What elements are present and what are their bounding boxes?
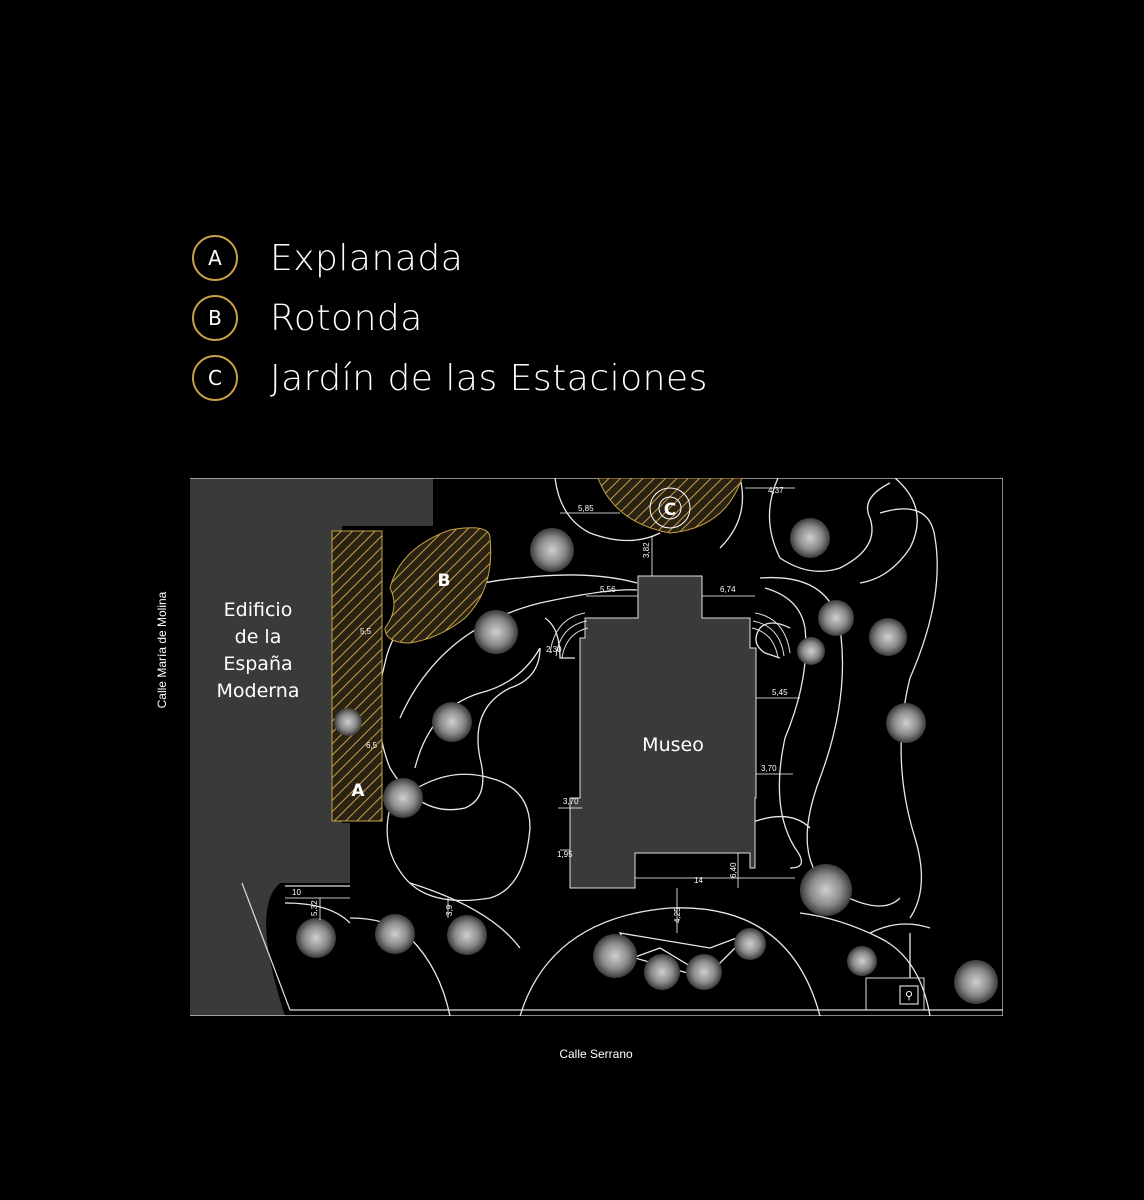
legend-label-a: Explanada: [270, 237, 464, 279]
zone-c-jardin: [597, 478, 743, 534]
building-espana-moderna: [190, 478, 433, 1016]
building-label-line-4: Moderna: [217, 680, 300, 702]
dimension-labels: 4,37 5,85 3,82 5,56 6,74 2,30 5,45 3,70 …: [292, 486, 788, 923]
site-plan-svg: ⚲ 4,37 5,85 3,82 5,56 6,74 2,30: [190, 478, 1003, 1016]
tree: [847, 946, 877, 976]
tree: [644, 954, 680, 990]
dim-5-32: 5,32: [310, 900, 319, 916]
dim-14: 14: [694, 876, 703, 885]
bike-icon: [899, 985, 919, 1005]
tree: [474, 610, 518, 654]
dim-6-5: 6,5: [366, 741, 378, 750]
dim-5-85: 5,85: [578, 504, 594, 513]
zone-c-label: C: [664, 500, 676, 520]
tree: [954, 960, 998, 1004]
legend: A Explanada B Rotonda C Jardín de las Es…: [192, 228, 708, 408]
map-labels: Edificio de la España Moderna Museo A B …: [217, 500, 704, 801]
tree: [797, 637, 825, 665]
dim-5-45: 5,45: [772, 688, 788, 697]
street-label-left-wrap: Calle María de Molina: [140, 592, 200, 709]
tree: [790, 518, 830, 558]
building-label-line-3: España: [223, 653, 292, 675]
tree: [869, 618, 907, 656]
dim-2-30: 2,30: [546, 645, 562, 654]
museum-stairs: [549, 612, 791, 659]
dim-4-25: 4,25: [673, 907, 682, 923]
tree: [383, 778, 423, 818]
tree: [734, 928, 766, 960]
zone-c-ring: [649, 487, 691, 529]
legend-item-b: B Rotonda: [192, 288, 708, 348]
tree: [593, 934, 637, 978]
bike-parking-area: [865, 977, 925, 1011]
museum-building: [569, 575, 757, 889]
tree: [800, 864, 852, 916]
tree: [447, 915, 487, 955]
museum-label: Museo: [642, 734, 704, 756]
tree: [530, 528, 574, 572]
tree: [886, 703, 926, 743]
legend-item-c: C Jardín de las Estaciones: [192, 348, 708, 408]
dim-3-9: 3,9: [445, 904, 454, 916]
tree: [296, 918, 336, 958]
dim-5-56: 5,56: [600, 585, 616, 594]
dim-1-95: 1,95: [557, 850, 573, 859]
bike-icon-glyph: ⚲: [905, 989, 913, 1002]
legend-badge-c: C: [192, 355, 238, 401]
zone-b-rotonda: [384, 527, 492, 644]
legend-badge-b: B: [192, 295, 238, 341]
tree: [432, 702, 472, 742]
legend-badge-a: A: [192, 235, 238, 281]
tree: [686, 954, 722, 990]
dim-5-5: 5,5: [360, 627, 372, 636]
tree: [375, 914, 415, 954]
tree: [334, 708, 362, 736]
dim-3-82: 3,82: [642, 542, 651, 558]
street-label-maria-de-molina: Calle María de Molina: [155, 591, 169, 709]
garden-paths: [284, 478, 938, 1016]
zone-a-explanada: [331, 530, 383, 822]
building-label-line-2: de la: [235, 626, 282, 648]
site-plan-map: ⚲ 4,37 5,85 3,82 5,56 6,74 2,30: [190, 478, 1003, 1016]
zone-c-inner-ring: [658, 496, 682, 520]
trees: [296, 518, 998, 1004]
dim-4-37: 4,37: [768, 486, 784, 495]
dim-3-70-left: 3,70: [563, 797, 579, 806]
street-label-serrano: Calle Serrano: [559, 1047, 633, 1061]
tree: [818, 600, 854, 636]
dim-6-40: 6,40: [729, 862, 738, 878]
zone-a-label: A: [351, 781, 365, 801]
dim-3-70-right: 3,70: [761, 764, 777, 773]
dim-6-74: 6,74: [720, 585, 736, 594]
dim-10: 10: [292, 888, 301, 897]
dimension-lines: [285, 487, 800, 933]
legend-label-c: Jardín de las Estaciones: [270, 357, 708, 399]
legend-label-b: Rotonda: [270, 297, 423, 339]
zone-b-label: B: [438, 571, 451, 591]
legend-item-a: A Explanada: [192, 228, 708, 288]
building-label-line-1: Edificio: [224, 599, 293, 621]
